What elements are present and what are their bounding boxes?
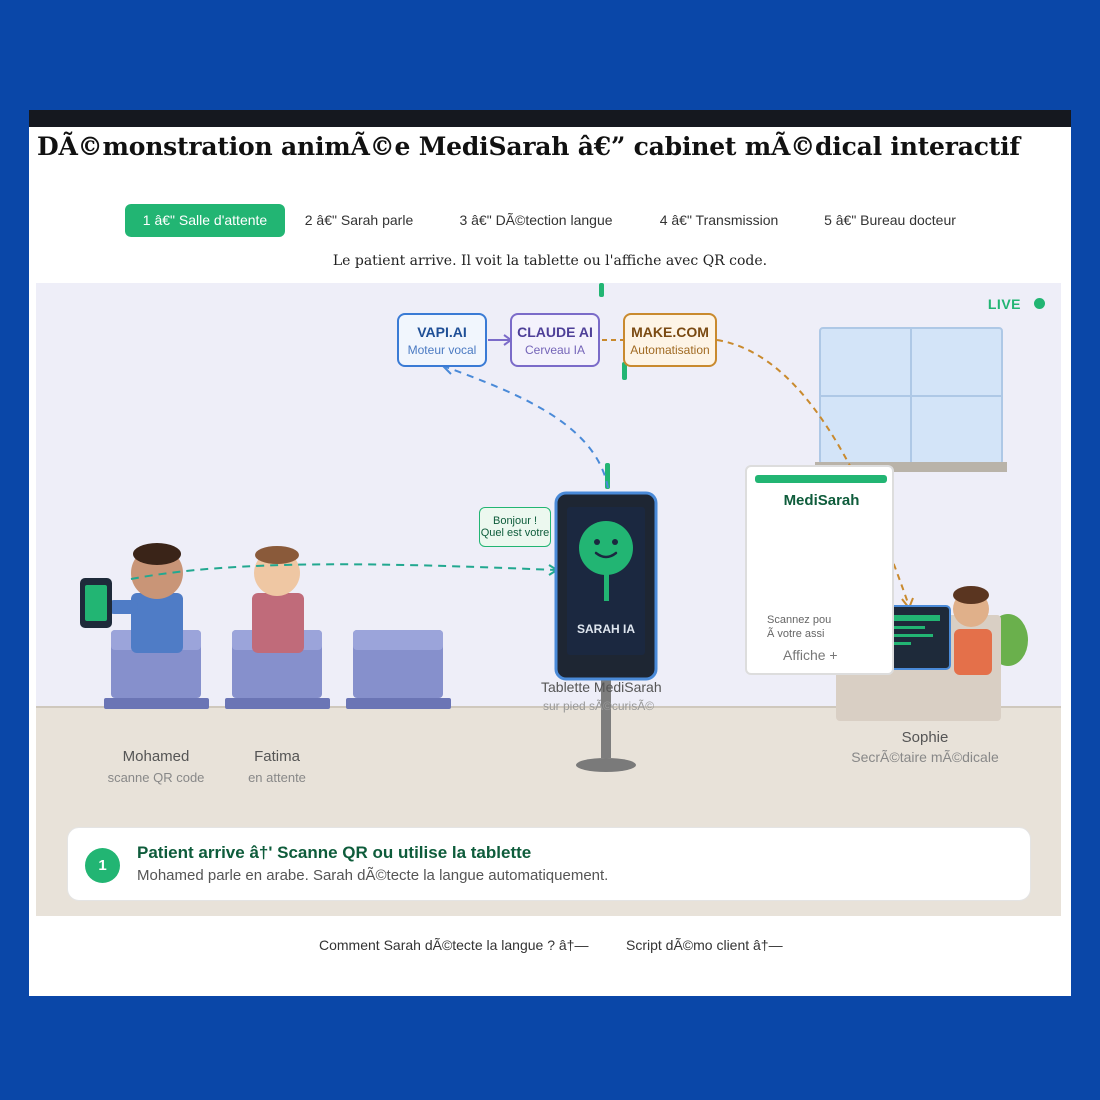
step-info-title: Patient arrive â†' Scanne QR ou utilise … bbox=[137, 843, 532, 862]
tab-transmission[interactable]: 4 â€" Transmission bbox=[659, 212, 779, 228]
patient-fatima-figure bbox=[252, 546, 304, 653]
window-illustration bbox=[815, 327, 1007, 472]
poster-accent-bar bbox=[755, 475, 887, 483]
tab-sarah-parle[interactable]: 2 â€" Sarah parle bbox=[304, 212, 414, 228]
waiting-chair bbox=[346, 630, 451, 709]
speech-bubble: Bonjour ! Quel est votre bbox=[479, 507, 551, 547]
live-indicator: LIVE bbox=[987, 296, 1021, 312]
tab-bureau-docteur[interactable]: 5 â€" Bureau docteur bbox=[824, 212, 956, 228]
node-make-subtitle: Automatisation bbox=[630, 343, 710, 357]
step-info-card: 1 Patient arrive â†' Scanne QR ou utilis… bbox=[67, 827, 1031, 901]
node-claude-subtitle: Cerveau IA bbox=[524, 343, 586, 357]
tablet-vapi-flow bbox=[445, 366, 609, 489]
tablet-sublabel: sur pied sÃ©curisÃ© bbox=[543, 699, 655, 713]
live-dot-icon bbox=[1034, 298, 1045, 309]
node-make[interactable]: MAKE.COM Automatisation bbox=[623, 313, 717, 367]
node-vapi-title: VAPI.AI bbox=[417, 324, 467, 340]
bubble-line-2: Quel est votre bbox=[480, 527, 550, 539]
animation-scene: SARAH IA bbox=[36, 283, 1061, 916]
tab-detection-langue[interactable]: 3 â€" DÃ©tection langue bbox=[459, 212, 613, 228]
page-title: DÃ©monstration animÃ©e MediSarah â€” cab… bbox=[37, 132, 1020, 161]
signal-marker bbox=[622, 362, 627, 380]
node-claude[interactable]: CLAUDE AI Cerveau IA bbox=[510, 313, 600, 367]
tablet-screen-label: SARAH IA bbox=[577, 622, 635, 636]
secretary-name: Sophie bbox=[901, 729, 949, 746]
poster-instructions: Scannez pou Ã votre assi bbox=[767, 613, 831, 641]
footer-links: Comment Sarah dÃ©tecte la langue ? â†— S… bbox=[29, 937, 1071, 957]
tablet-label: Tablette MediSarah bbox=[541, 679, 662, 695]
bubble-line-1: Bonjour ! bbox=[492, 515, 538, 527]
poster-brand: MediSarah bbox=[783, 492, 860, 509]
link-demo-script[interactable]: Script dÃ©mo client â†— bbox=[626, 937, 783, 953]
poster-footer: Affiche + bbox=[783, 647, 838, 663]
step-tabs: 1 â€" Salle d'attente 2 â€" Sarah parle … bbox=[125, 204, 1045, 237]
tablet-device bbox=[554, 491, 658, 681]
poster-line-1: Scannez pou bbox=[767, 614, 832, 626]
step-info-description: Mohamed parle en arabe. Sarah dÃ©tecte l… bbox=[137, 867, 609, 884]
step-subtitle: Le patient arrive. Il voit la tablette o… bbox=[332, 253, 768, 269]
node-vapi[interactable]: VAPI.AI Moteur vocal bbox=[397, 313, 487, 367]
scene-illustration: SARAH IA bbox=[80, 283, 1028, 772]
node-vapi-subtitle: Moteur vocal bbox=[407, 343, 477, 357]
signal-marker bbox=[599, 283, 604, 297]
app-window: DÃ©monstration animÃ©e MediSarah â€” cab… bbox=[29, 110, 1071, 996]
patient-name-fatima: Fatima bbox=[254, 748, 300, 765]
poster-line-2: Ã votre assi bbox=[767, 628, 825, 640]
window-top-bar bbox=[29, 110, 1071, 127]
patient-status-mohamed: scanne QR code bbox=[107, 770, 205, 785]
step-number-badge: 1 bbox=[85, 848, 120, 883]
patient-name-mohamed: Mohamed bbox=[122, 748, 190, 765]
tablet-stand bbox=[576, 678, 636, 772]
patient-status-fatima: en attente bbox=[248, 770, 306, 785]
tab-salle-attente[interactable]: 1 â€" Salle d'attente bbox=[125, 204, 285, 237]
qr-poster[interactable]: MediSarah Scannez pou Ã votre assi Affic… bbox=[745, 465, 894, 675]
patient-tablet-flow bbox=[130, 563, 557, 580]
link-language-detection[interactable]: Comment Sarah dÃ©tecte la langue ? â†— bbox=[319, 937, 589, 953]
secretary-role: SecrÃ©taire mÃ©dicale bbox=[851, 749, 999, 765]
node-claude-title: CLAUDE AI bbox=[517, 324, 593, 340]
node-make-title: MAKE.COM bbox=[631, 324, 709, 340]
patient-mohamed-figure bbox=[80, 543, 183, 653]
